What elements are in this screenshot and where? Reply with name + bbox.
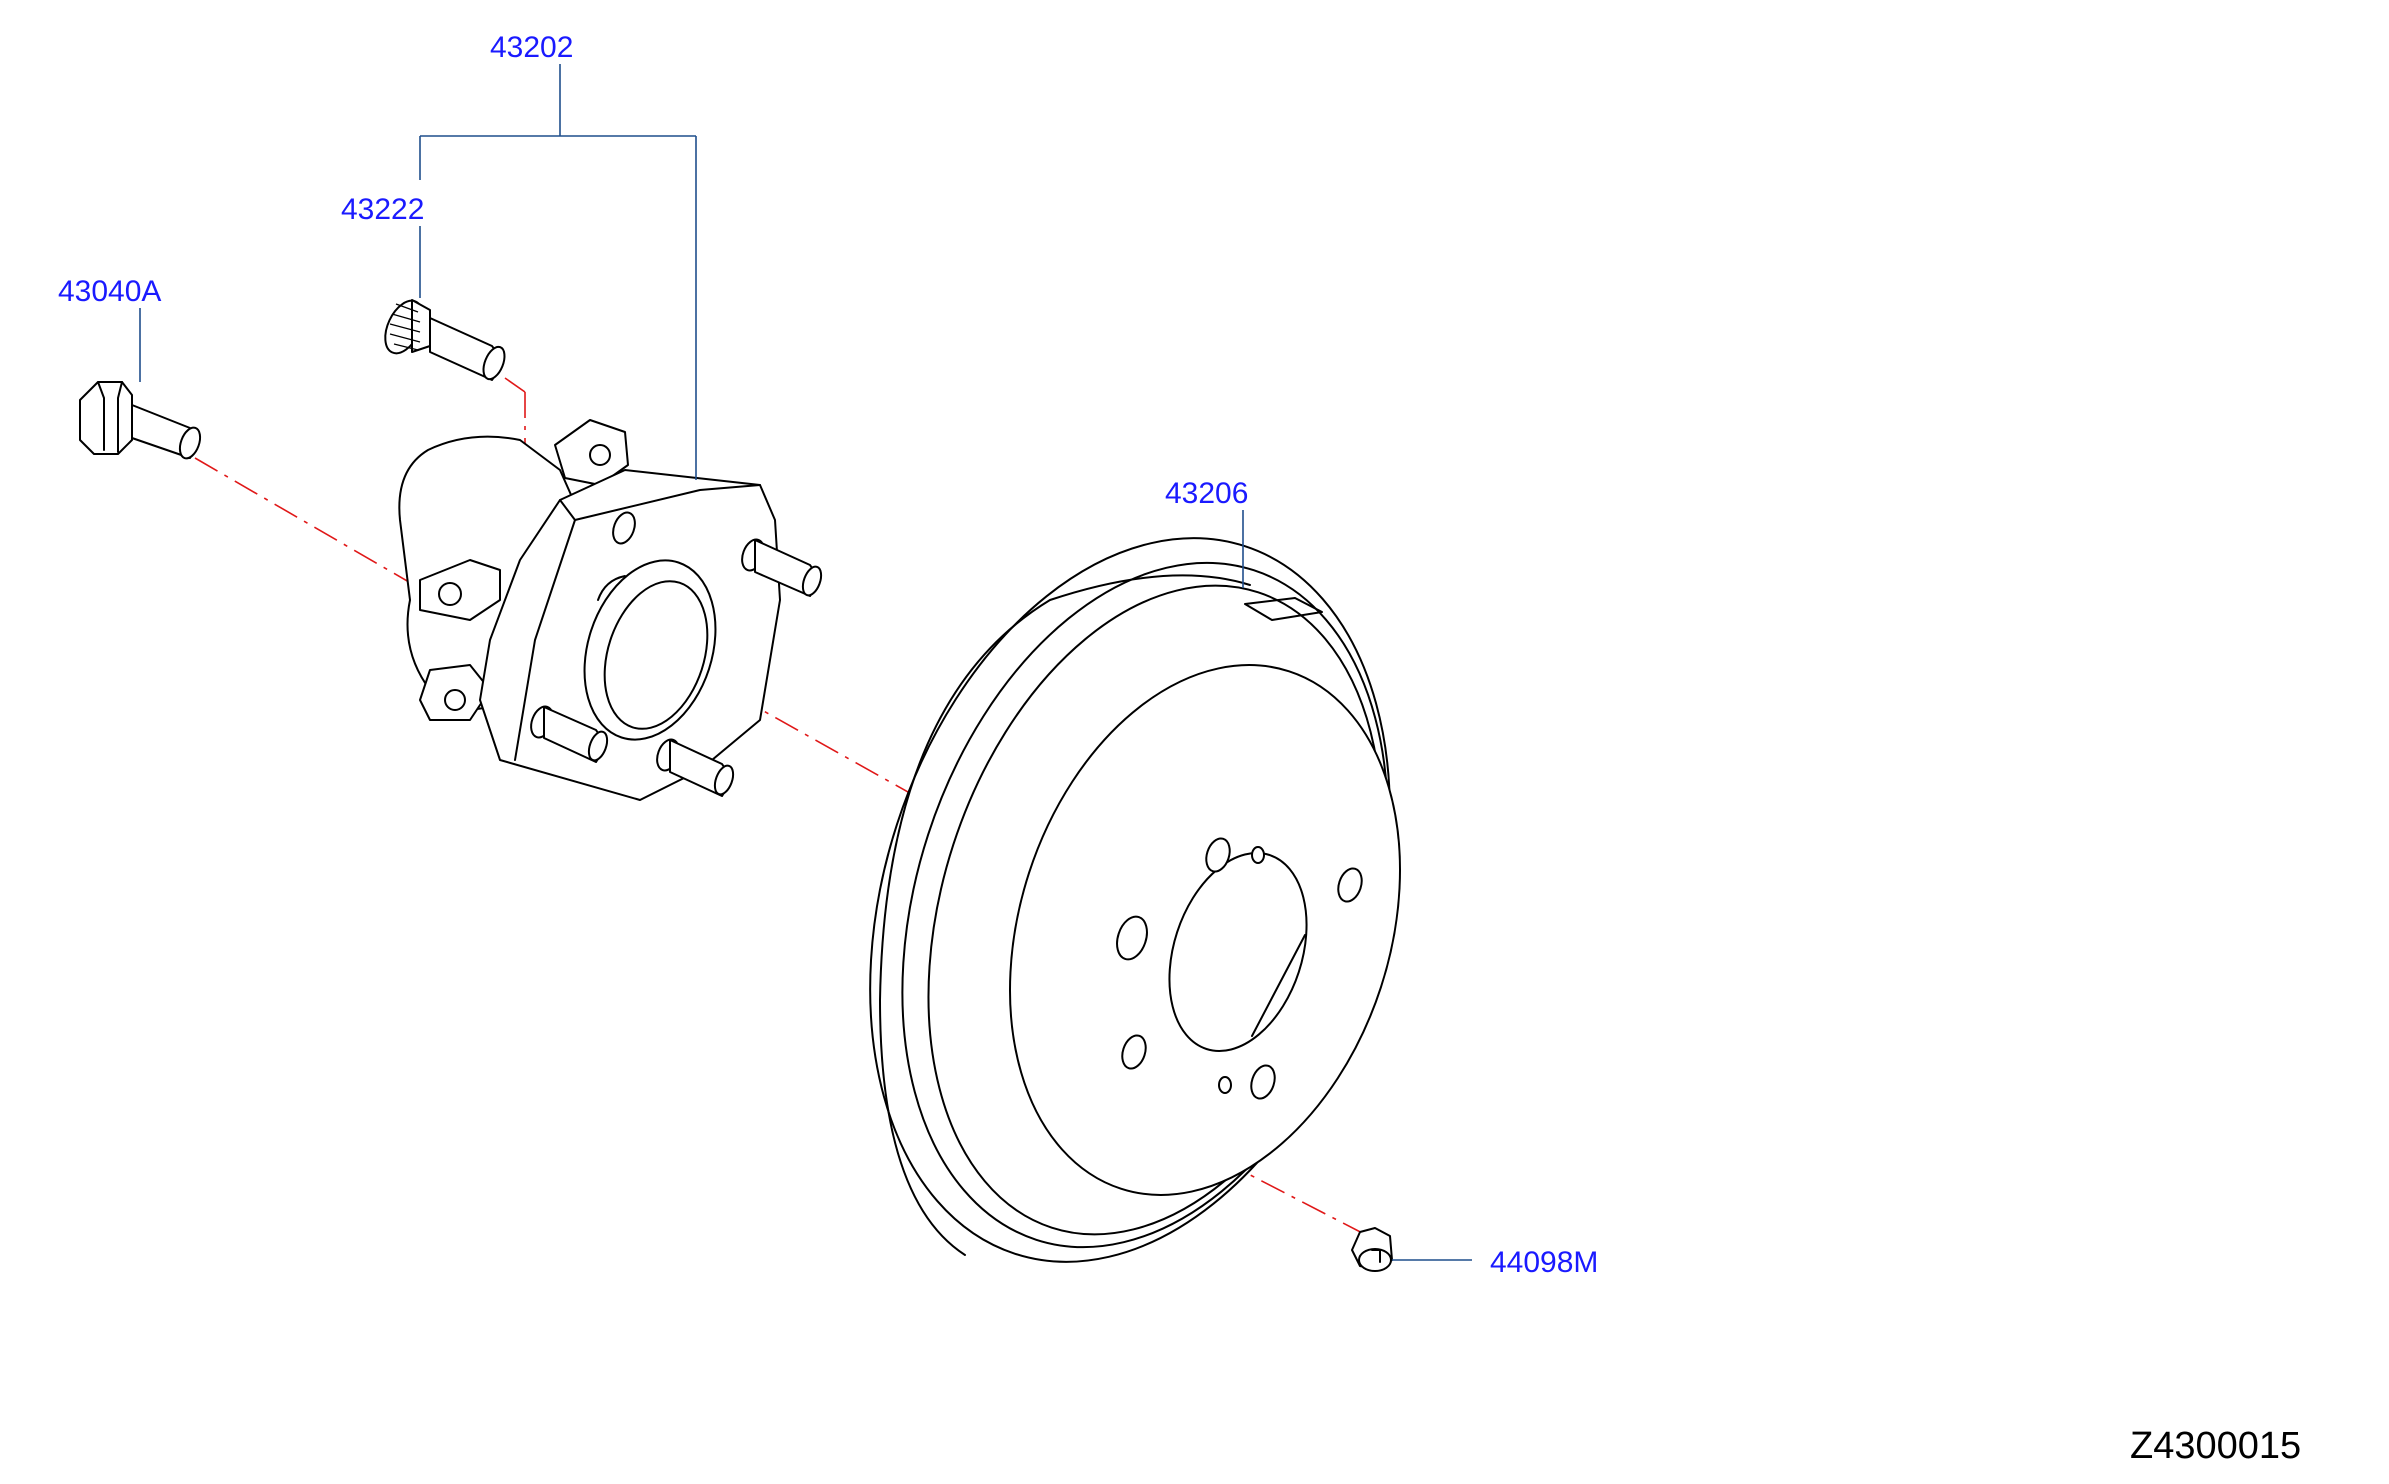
part-number-43202: 43202: [490, 31, 573, 64]
drum-plug-part: [1351, 1227, 1393, 1272]
brake-drum-part: [869, 537, 1401, 1263]
bolt-axis-line: [194, 457, 441, 601]
part-number-44098M: 44098M: [1490, 1246, 1598, 1279]
diagram-reference-code: Z4300015: [2130, 1425, 2301, 1467]
stud-spline-lines: [389, 303, 421, 351]
stud-axis-line: [504, 377, 526, 393]
hub-assembly-part: [398, 419, 823, 801]
drum-lug-holes: [1116, 837, 1363, 1100]
wheel-stud-part: [384, 299, 506, 381]
part-number-43222: 43222: [341, 193, 424, 226]
part-number-43206: 43206: [1165, 477, 1248, 510]
hub-bolt-part: [79, 381, 202, 460]
leader-lines: [139, 64, 1472, 1261]
flange-studs: [530, 538, 823, 797]
part-number-43040A: 43040A: [58, 275, 161, 308]
